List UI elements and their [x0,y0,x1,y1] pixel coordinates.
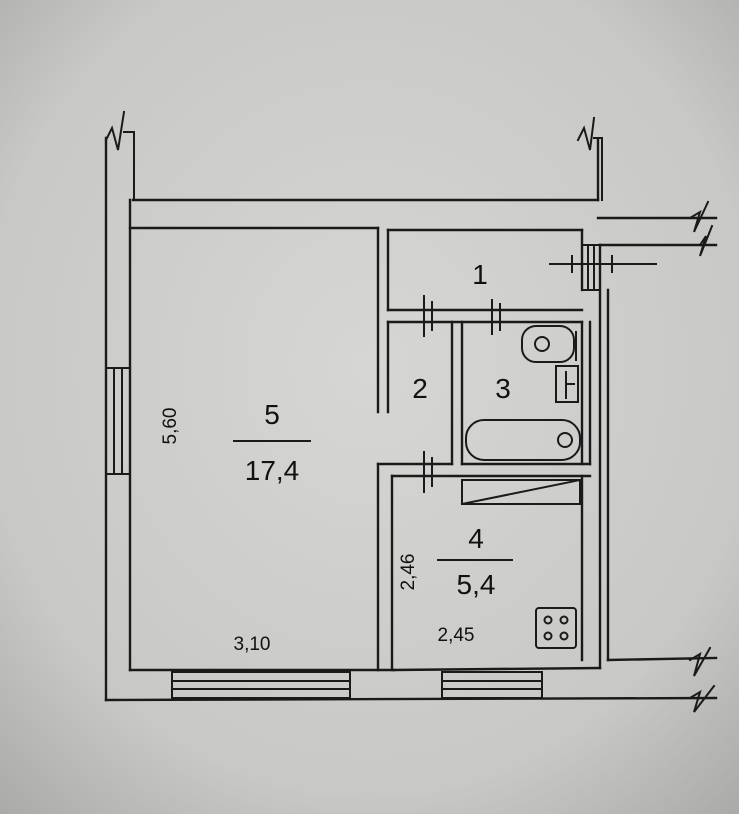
door-icon [423,255,657,493]
outer-walls [104,136,718,702]
break-line-icon [104,110,716,713]
stove-icon [535,607,577,649]
kitchen-width-dimension: 2,45 [438,625,475,646]
room-2-number: 2 [412,373,428,404]
room-5-area: 17,4 [245,455,300,486]
living-width-dimension: 3,10 [234,634,271,655]
room-4-number: 4 [468,523,484,554]
room-5-number: 5 [264,399,280,430]
bathtub-icon [465,419,581,461]
kitchen-counter [460,478,582,506]
toilet-icon [555,365,579,403]
living-height-dimension: 5,60 [160,408,181,445]
room-3-number: 3 [495,373,511,404]
kitchen-height-dimension: 2,46 [398,554,419,591]
room-4-area: 5,4 [457,569,496,600]
interior-walls [376,226,592,672]
room-1-number: 1 [472,259,488,290]
window-icon [105,244,601,699]
sink-icon [521,325,577,363]
